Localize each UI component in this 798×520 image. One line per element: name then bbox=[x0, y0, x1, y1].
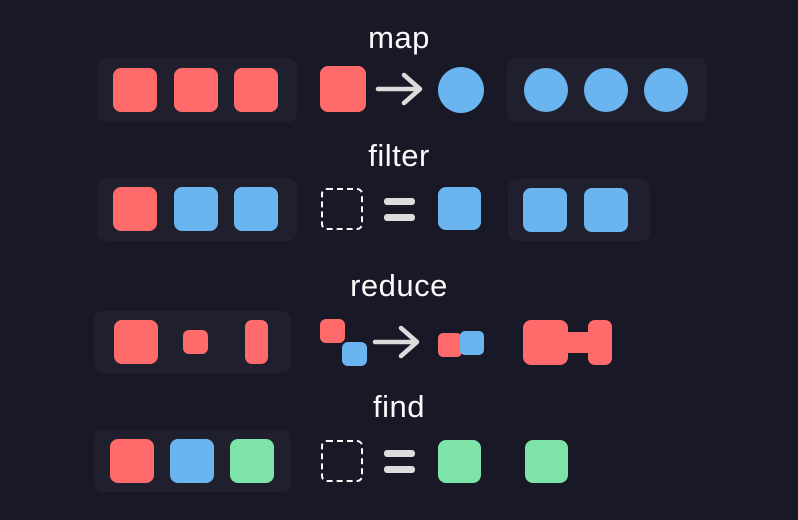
section-title-map: map bbox=[368, 20, 430, 55]
blue-circle bbox=[524, 68, 568, 112]
arrow-icon bbox=[374, 67, 426, 111]
blue-square bbox=[523, 188, 567, 232]
red-square bbox=[234, 68, 278, 112]
equals-icon bbox=[384, 198, 415, 221]
equals-icon bbox=[384, 450, 415, 473]
merged-big-square bbox=[523, 320, 568, 365]
empty-slot-dashed-square bbox=[321, 188, 363, 230]
filter-input-panel bbox=[97, 178, 297, 241]
filter-match-blue-square bbox=[438, 187, 481, 230]
blue-square bbox=[174, 187, 218, 231]
reduce-input-panel bbox=[94, 311, 291, 373]
merged-tall-rect bbox=[588, 320, 612, 365]
red-square bbox=[113, 68, 157, 112]
red-square-small bbox=[183, 330, 208, 354]
green-square bbox=[230, 439, 274, 483]
reduce-operand-red-square-small bbox=[320, 319, 345, 343]
red-square-large bbox=[114, 320, 158, 364]
merged-connector bbox=[562, 332, 592, 353]
blue-square bbox=[170, 439, 214, 483]
map-input-panel bbox=[97, 58, 297, 122]
empty-slot-dashed-square bbox=[321, 440, 363, 482]
red-rect-tall bbox=[245, 320, 268, 364]
blue-square bbox=[234, 187, 278, 231]
arrow-icon bbox=[371, 320, 423, 364]
red-square bbox=[174, 68, 218, 112]
map-operand-red-square bbox=[320, 66, 366, 112]
red-square bbox=[113, 187, 157, 231]
map-output-panel bbox=[507, 58, 707, 122]
red-square bbox=[110, 439, 154, 483]
find-result-green-square bbox=[525, 440, 568, 483]
reduce-operand-blue-square-small bbox=[342, 342, 367, 366]
map-result-blue-circle bbox=[438, 67, 484, 113]
reduce-result-blue-square-small bbox=[460, 331, 484, 355]
section-title-find: find bbox=[373, 389, 425, 424]
blue-circle bbox=[644, 68, 688, 112]
blue-circle bbox=[584, 68, 628, 112]
blue-square bbox=[584, 188, 628, 232]
reduce-result-red-square-small bbox=[438, 333, 462, 357]
section-title-reduce: reduce bbox=[350, 268, 448, 303]
filter-output-panel bbox=[508, 179, 650, 241]
section-title-filter: filter bbox=[368, 138, 430, 173]
find-match-green-square bbox=[438, 440, 481, 483]
find-input-panel bbox=[94, 430, 291, 492]
